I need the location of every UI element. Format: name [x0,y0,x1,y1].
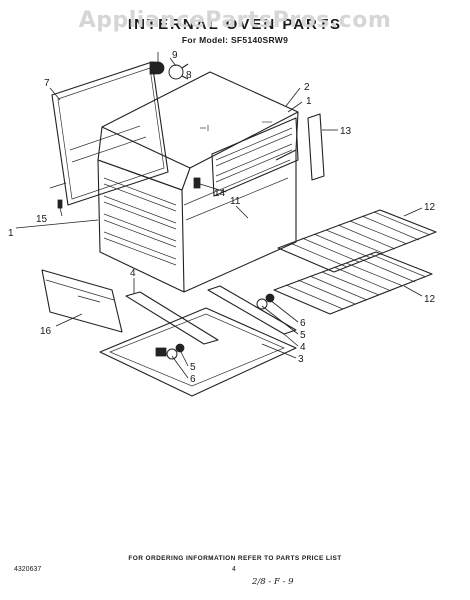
part-1-oven-cavity [97,71,299,293]
callout-6-bottom: 6 [190,374,196,385]
leader-lines [15,52,423,379]
callout-5-right: 5 [300,330,306,341]
part-11-right-side-supports [211,117,299,197]
callout-9: 9 [172,50,178,61]
callout-1-top: 1 [306,96,312,107]
part-4-bracket-strips [125,285,297,345]
document-number: 4320637 [14,566,42,573]
callout-7: 7 [44,78,50,89]
callout-6-right: 6 [300,318,306,329]
ordering-note: FOR ORDERING INFORMATION REFER TO PARTS … [128,555,342,562]
callout-14: 14 [214,188,226,199]
handwritten-date: 2/8 - F - 9 [252,577,294,587]
callout-2: 2 [304,82,310,93]
part-3-bottom-pan [99,307,297,397]
part-14-clip [193,177,201,189]
callout-15: 15 [36,214,48,225]
callout-5-bottom: 5 [190,362,196,373]
callout-12-upper: 12 [424,202,436,213]
callout-3: 3 [298,354,304,365]
part-5-6-fittings [155,293,275,360]
part-13-trim-strip [307,113,325,181]
callout-4-right: 4 [300,342,306,353]
model-line: For Model: SF5140SRW9 [181,35,289,45]
part-8-9-light-assembly [149,61,189,80]
callout-8: 8 [186,70,192,81]
callout-11: 11 [230,196,241,207]
part-7-back-panel [49,61,169,206]
part-15-screw [57,199,63,209]
callout-1-left: 1 [8,228,14,239]
page-number: 4 [232,566,236,573]
callout-13: 13 [340,126,352,137]
callout-16: 16 [40,326,52,337]
part-12-oven-rack-upper [277,209,437,273]
part-16-vent-trim [41,269,123,333]
part-12-oven-rack-lower [273,251,433,315]
page-title: INTERNAL OVEN PARTS [127,16,343,33]
callout-4-left: 4 [130,268,136,279]
callout-12-lower: 12 [424,294,436,305]
